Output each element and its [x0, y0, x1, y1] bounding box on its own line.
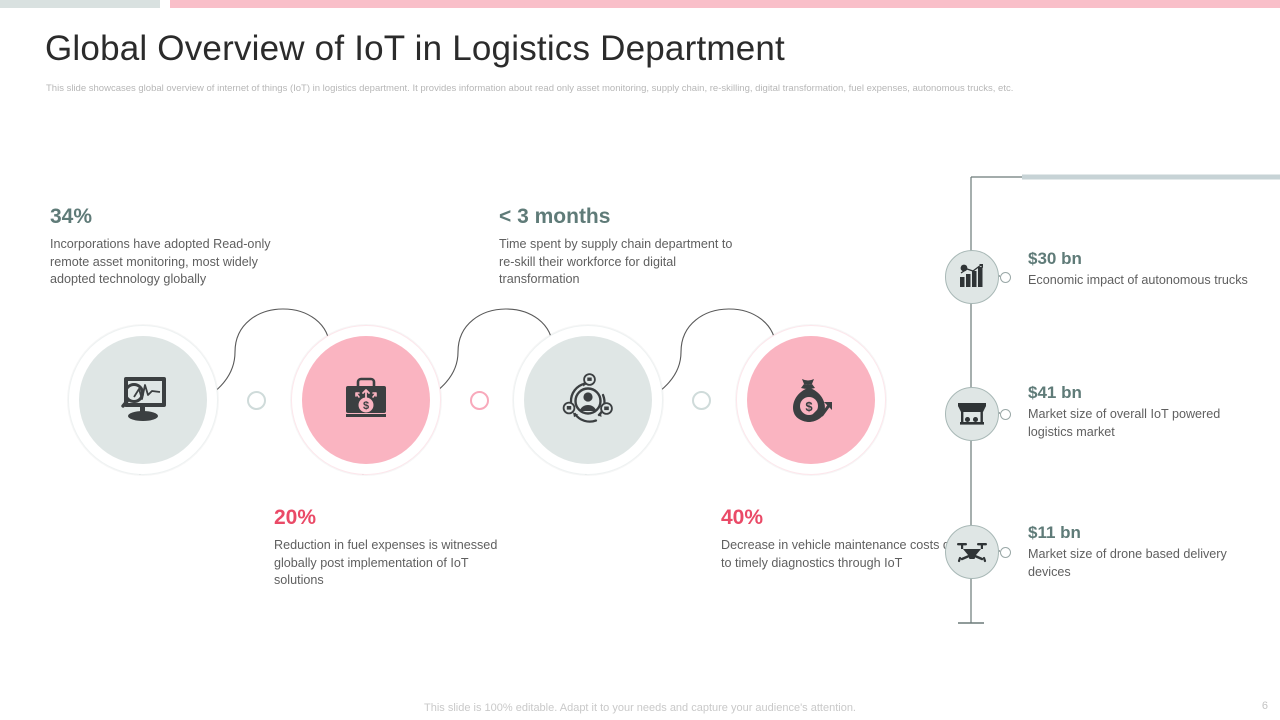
top-accent-left-segment: [0, 0, 160, 8]
stat-circle-re-skilling-digital-transformation[interactable]: [513, 325, 663, 475]
workforce-reskilling-cycle-icon: [562, 373, 613, 423]
stat-value: 20%: [274, 506, 317, 529]
footer-note: This slide is 100% editable. Adapt it to…: [424, 702, 856, 714]
timeline-connector-dot-3: [1000, 547, 1011, 558]
timeline-item-iot-powered-logistics-market: $41 bn Market size of overall IoT powere…: [1028, 382, 1258, 441]
timeline-description: Market size of overall IoT powered logis…: [1028, 407, 1221, 439]
stat-circle-read-only-asset-monitoring[interactable]: [68, 325, 218, 475]
stat-value: < 3 months: [499, 205, 611, 228]
monitor-analytics-icon: [121, 377, 166, 421]
connector-dot-2: [470, 391, 489, 410]
circle-inner-fill: [524, 336, 652, 464]
page-number: 6: [1261, 700, 1268, 712]
svg-text:$: $: [363, 400, 369, 412]
wavy-connector-path: [139, 308, 777, 476]
timeline-item-drone-based-delivery: $11 bn Market size of drone based delive…: [1028, 522, 1258, 581]
stat-block-read-only-asset-monitoring: 34% Incorporations have adopted Read-onl…: [50, 205, 280, 289]
market-stall-icon: [958, 403, 986, 425]
stat-circle-fuel-expense-reduction[interactable]: $: [291, 325, 441, 475]
connector-dot-1: [247, 391, 266, 410]
svg-text:$: $: [805, 399, 813, 414]
timeline-item-autonomous-trucks: $30 bn Economic impact of autonomous tru…: [1028, 248, 1258, 290]
stat-description: Time spent by supply chain department to…: [499, 237, 733, 287]
stat-value: 40%: [721, 506, 764, 529]
stat-value: 34%: [50, 205, 93, 228]
money-bag-growth-icon: $: [793, 379, 832, 422]
stat-block-re-skilling-digital-transformation: < 3 months Time spent by supply chain de…: [499, 205, 749, 289]
timeline-description: Economic impact of autonomous trucks: [1028, 273, 1248, 287]
timeline-value: $30 bn: [1028, 249, 1082, 268]
circle-inner-fill: $: [747, 336, 875, 464]
drone-icon: [957, 543, 987, 563]
stat-description: Incorporations have adopted Read-only re…: [50, 237, 271, 287]
page-title: Global Overview of IoT in Logistics Depa…: [45, 29, 785, 68]
timeline-node-autonomous-trucks[interactable]: [945, 250, 999, 304]
stat-block-fuel-expense-reduction: 20% Reduction in fuel expenses is witnes…: [274, 506, 514, 590]
page-subtitle: This slide showcases global overview of …: [46, 83, 1014, 94]
timeline-node-drone-based-delivery[interactable]: [945, 525, 999, 579]
top-accent-right-segment: [170, 0, 1280, 8]
top-accent-bar: [0, 0, 1280, 8]
timeline-value: $11 bn: [1028, 523, 1081, 542]
connector-dot-3: [692, 391, 711, 410]
timeline-connector-dot-2: [1000, 409, 1011, 420]
timeline-value: $41 bn: [1028, 383, 1082, 402]
bar-chart-icon: [960, 264, 983, 287]
circle-inner-fill: $: [302, 336, 430, 464]
stat-description: Reduction in fuel expenses is witnessed …: [274, 538, 498, 588]
timeline-connector-dot-1: [1000, 272, 1011, 283]
stat-description: Decrease in vehicle maintenance costs du…: [721, 538, 964, 570]
timeline-node-iot-powered-logistics-market[interactable]: [945, 387, 999, 441]
timeline-description: Market size of drone based delivery devi…: [1028, 547, 1227, 579]
stat-block-vehicle-maintenance-cost-decrease: 40% Decrease in vehicle maintenance cost…: [721, 506, 971, 572]
stat-circle-vehicle-maintenance-cost-decrease[interactable]: $: [736, 325, 886, 475]
briefcase-dollar-icon: $: [346, 377, 386, 417]
circle-inner-fill: [79, 336, 207, 464]
